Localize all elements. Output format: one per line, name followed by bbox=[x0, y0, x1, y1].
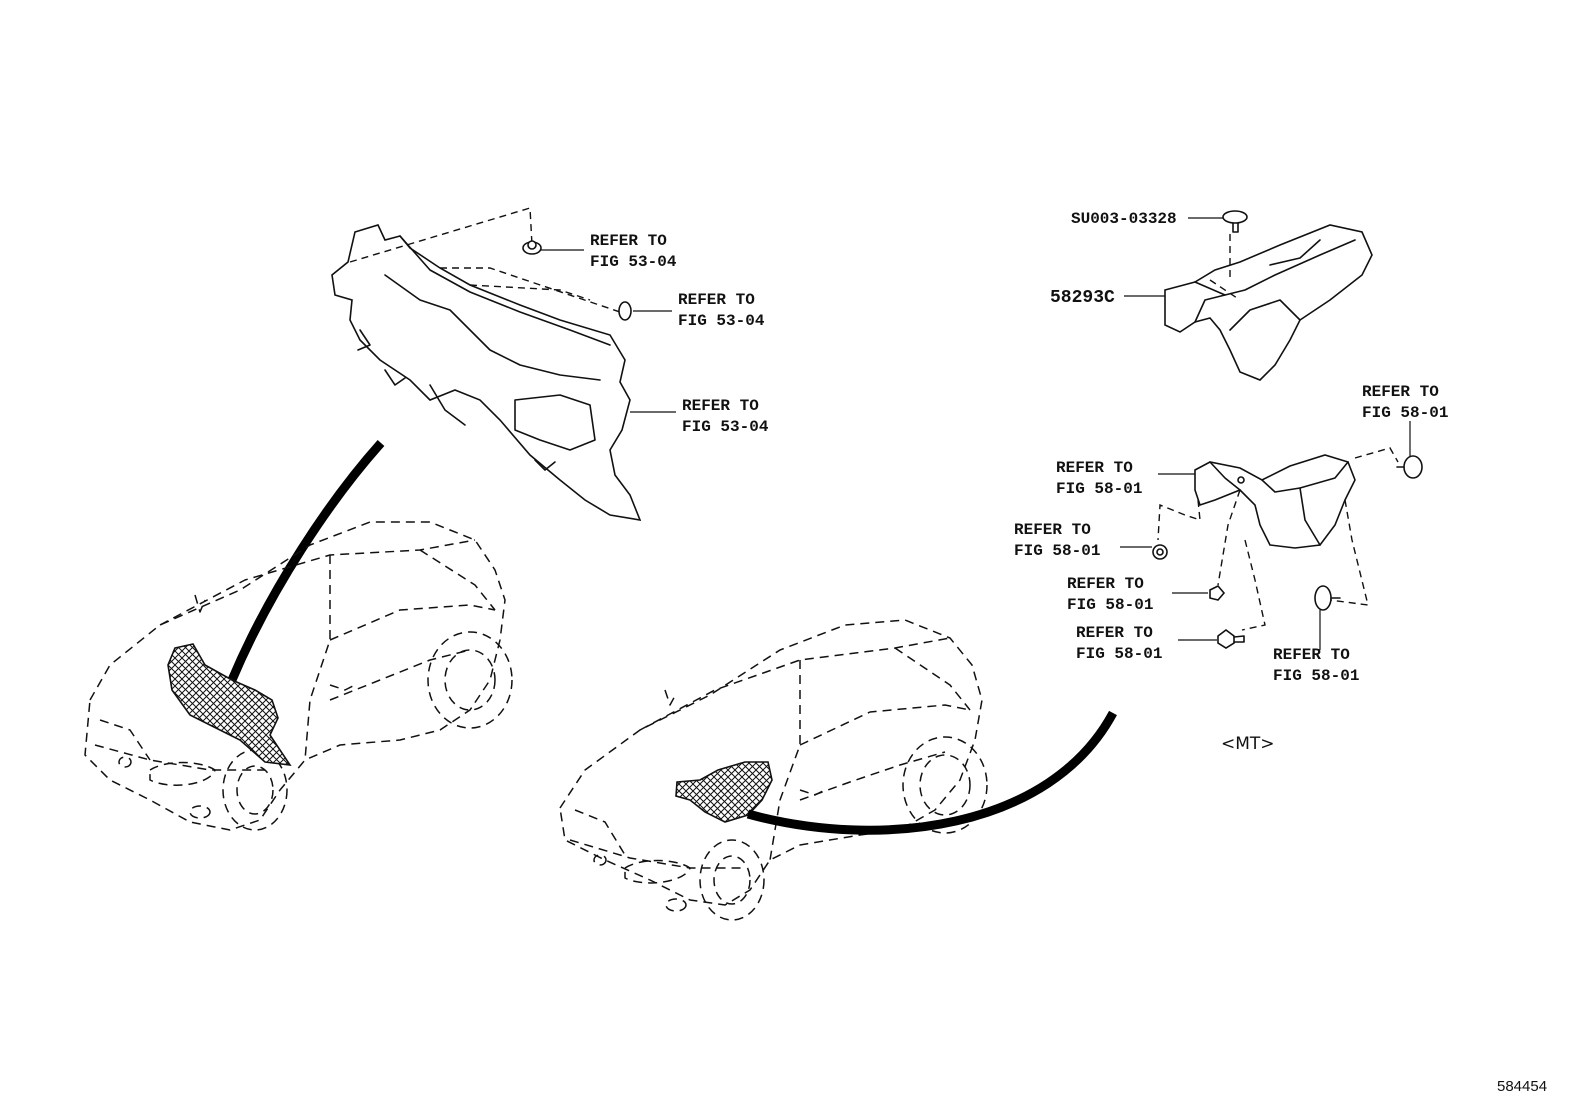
callout-mt-bolt-bottom-line1: REFER TO bbox=[1076, 624, 1153, 642]
callout-mt-nut-line2: FIG 58-01 bbox=[1067, 596, 1153, 614]
callout-mt-bolt-left-line2: FIG 58-01 bbox=[1014, 542, 1100, 560]
figure-number: 584454 bbox=[1497, 1078, 1547, 1095]
tunnel-clip bbox=[1188, 210, 1248, 233]
callout-mt-clip-bottom-line2: FIG 58-01 bbox=[1273, 667, 1359, 685]
callout-dash-clip-top-line2: FIG 53-04 bbox=[590, 253, 677, 271]
callout-mt-bolt-left-line1: REFER TO bbox=[1014, 521, 1091, 539]
mt-nut bbox=[1172, 585, 1226, 601]
dash-clip-mid bbox=[618, 301, 672, 321]
car-right bbox=[559, 619, 988, 921]
mt-clip-bottom bbox=[1314, 585, 1341, 650]
callout-mt-bracket-line2: FIG 58-01 bbox=[1056, 480, 1142, 498]
locator-line-right bbox=[746, 710, 1117, 835]
callout-tunnel-clip-part-no: SU003-03328 bbox=[1071, 210, 1177, 228]
callout-dash-clip-top-line1: REFER TO bbox=[590, 232, 667, 250]
car-left bbox=[84, 521, 513, 831]
callout-mt-nut-line1: REFER TO bbox=[1067, 575, 1144, 593]
callout-mt-bracket-line1: REFER TO bbox=[1056, 459, 1133, 477]
callout-mt-clip-bottom-line1: REFER TO bbox=[1273, 646, 1350, 664]
dash-assembly-dashed-guides bbox=[349, 207, 621, 313]
callout-dash-panel-line2: FIG 53-04 bbox=[682, 418, 769, 436]
callout-mt-clip-right-line2: FIG 58-01 bbox=[1362, 404, 1448, 422]
callout-dash-clip-mid-line1: REFER TO bbox=[678, 291, 755, 309]
locator-line-left bbox=[227, 440, 385, 682]
dash-clip-top bbox=[522, 240, 584, 255]
callout-tunnel-part-no: 58293C bbox=[1050, 288, 1115, 308]
callout-dash-clip-mid-line2: FIG 53-04 bbox=[678, 312, 765, 330]
mt-assembly-dashed-guides bbox=[1157, 447, 1399, 631]
callout-mt-clip-right-line1: REFER TO bbox=[1362, 383, 1439, 401]
mt-clip-right bbox=[1396, 421, 1423, 479]
mt-bracket-insulator bbox=[1194, 454, 1356, 549]
mt-bolt-left bbox=[1120, 544, 1168, 560]
variant-label: <MT> bbox=[1221, 734, 1275, 754]
callout-dash-panel-line1: REFER TO bbox=[682, 397, 759, 415]
mt-bolt-bottom bbox=[1178, 629, 1245, 649]
floor-tunnel-insulator bbox=[1164, 224, 1373, 381]
callout-mt-bolt-bottom-line2: FIG 58-01 bbox=[1076, 645, 1162, 663]
dash-insulator-panel bbox=[331, 224, 642, 522]
